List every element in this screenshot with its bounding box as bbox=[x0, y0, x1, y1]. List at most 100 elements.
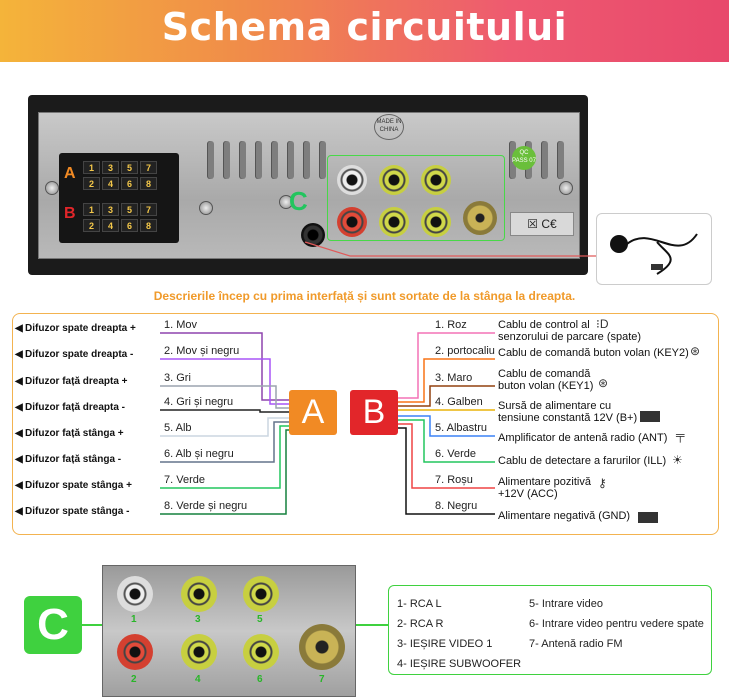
badge-a: A bbox=[289, 390, 337, 435]
parking-sensor-icon: ⁝D bbox=[596, 317, 609, 331]
legend-item: 5- Intrare video bbox=[529, 598, 603, 610]
rca-jack-6 bbox=[421, 207, 451, 237]
vent-slot bbox=[303, 141, 310, 179]
steering-wheel-icon: ⊛ bbox=[690, 344, 701, 358]
wiring-frame bbox=[12, 313, 719, 535]
wire-label: 3. Gri bbox=[164, 372, 191, 384]
screw bbox=[45, 181, 59, 195]
battery-icon bbox=[638, 512, 658, 523]
rca-jack-4 bbox=[379, 207, 409, 237]
pin: 7 bbox=[140, 203, 157, 216]
rca-jack-5 bbox=[243, 576, 279, 612]
speaker-icon: ◀ bbox=[15, 480, 23, 491]
vent-slot bbox=[541, 141, 548, 179]
pin: 4 bbox=[102, 177, 119, 190]
rca-closeup-photo: 1 2 3 4 5 6 7 bbox=[102, 565, 356, 697]
wire-label: 8. Negru bbox=[435, 500, 478, 512]
pin: 6 bbox=[121, 177, 138, 190]
badge-b: B bbox=[350, 390, 398, 435]
function-desc: Alimentare negativă (GND) bbox=[498, 510, 631, 522]
wire-label: 3. Maro bbox=[435, 372, 473, 384]
legend-item: 4- IEȘIRE SUBWOOFER bbox=[397, 658, 522, 670]
made-in-stamp: MADE IN CHINA bbox=[374, 114, 404, 140]
speaker-label: ◀Difuzor față dreapta - bbox=[15, 402, 126, 413]
pin: 8 bbox=[140, 177, 157, 190]
header-banner bbox=[0, 0, 729, 62]
rca-jack-2 bbox=[337, 207, 367, 237]
connector-b-label: B bbox=[64, 205, 76, 222]
rca-group-frame bbox=[327, 155, 505, 241]
vent-slot bbox=[207, 141, 214, 179]
antenna-socket bbox=[463, 201, 497, 235]
vent-slot bbox=[319, 141, 326, 179]
headlight-icon: ☀ bbox=[672, 453, 683, 467]
speaker-label: ◀Difuzor spate dreapta - bbox=[15, 349, 134, 360]
wire-label: 2. Mov și negru bbox=[164, 345, 240, 357]
speaker-label: ◀Difuzor față dreapta + bbox=[15, 376, 128, 387]
vent-slot bbox=[557, 141, 564, 179]
rca-number: 7 bbox=[319, 674, 325, 685]
function-desc: Amplificator de antenă radio (ANT) bbox=[498, 432, 668, 444]
speaker-icon: ◀ bbox=[15, 428, 23, 439]
wire-label: 5. Albastru bbox=[435, 422, 487, 434]
rca-jack-4 bbox=[181, 634, 217, 670]
pin: 7 bbox=[140, 161, 157, 174]
rca-jack-1 bbox=[337, 165, 367, 195]
wire-label: 8. Verde și negru bbox=[164, 500, 248, 512]
legend-item: 7- Antenă radio FM bbox=[529, 638, 623, 650]
pin: 5 bbox=[121, 203, 138, 216]
rca-jack-6 bbox=[243, 634, 279, 670]
screw bbox=[279, 195, 293, 209]
antenna-icon: ╤ bbox=[676, 428, 685, 442]
vent-slot bbox=[223, 141, 230, 179]
key-icon: ⚷ bbox=[598, 476, 607, 490]
wire-label: 6. Verde bbox=[435, 448, 476, 460]
speaker-label: ◀Difuzor față stânga - bbox=[15, 454, 122, 465]
rca-jack-5 bbox=[421, 165, 451, 195]
speaker-icon: ◀ bbox=[15, 376, 23, 387]
mic-connector-line bbox=[304, 241, 596, 257]
wire-label: 2. portocaliu bbox=[435, 345, 495, 357]
connector-a-label: A bbox=[64, 165, 76, 182]
function-desc: Cablu de comandă buton volan (KEY2) bbox=[498, 347, 689, 359]
iso-connector: 1 3 5 7 2 4 6 8 1 3 5 7 2 4 6 8 bbox=[59, 153, 179, 243]
rca-number: 3 bbox=[195, 614, 201, 625]
radio-back-plate: 1 3 5 7 2 4 6 8 1 3 5 7 2 4 6 8 bbox=[38, 112, 580, 259]
speaker-icon: ◀ bbox=[15, 349, 23, 360]
vent-slot bbox=[271, 141, 278, 179]
rca-jack-2 bbox=[117, 634, 153, 670]
rca-number: 5 bbox=[257, 614, 263, 625]
pin: 1 bbox=[83, 161, 100, 174]
pin: 2 bbox=[83, 219, 100, 232]
description-note: Descrierile încep cu prima interfață și … bbox=[153, 289, 576, 303]
screw bbox=[559, 181, 573, 195]
vent-slot bbox=[239, 141, 246, 179]
screw bbox=[199, 201, 213, 215]
badge-c-photo: C bbox=[289, 186, 308, 216]
steering-wheel-icon: ⊛ bbox=[598, 376, 609, 390]
wire-label: 1. Mov bbox=[164, 319, 198, 331]
speaker-label: ◀Difuzor spate stânga + bbox=[15, 480, 132, 491]
pin: 5 bbox=[121, 161, 138, 174]
function-desc: Cablu de detectare a farurilor (ILL) bbox=[498, 455, 667, 467]
wire-label: 6. Alb și negru bbox=[164, 448, 234, 460]
pin: 1 bbox=[83, 203, 100, 216]
page-title: Schema circuitului bbox=[161, 5, 568, 49]
vent-slot bbox=[255, 141, 262, 179]
rca-jack-1 bbox=[117, 576, 153, 612]
rca-number: 4 bbox=[195, 674, 201, 685]
speaker-label: ◀Difuzor spate stânga - bbox=[15, 506, 130, 517]
pin: 3 bbox=[102, 161, 119, 174]
connector-b-pins: 1 3 5 7 2 4 6 8 bbox=[83, 203, 157, 232]
wire-label: 7. Verde bbox=[164, 474, 205, 486]
pin: 2 bbox=[83, 177, 100, 190]
badge-c: C bbox=[24, 596, 82, 654]
vent-slot bbox=[287, 141, 294, 179]
c-connector-line bbox=[82, 624, 388, 626]
pin: 3 bbox=[102, 203, 119, 216]
battery-icon bbox=[640, 411, 660, 422]
